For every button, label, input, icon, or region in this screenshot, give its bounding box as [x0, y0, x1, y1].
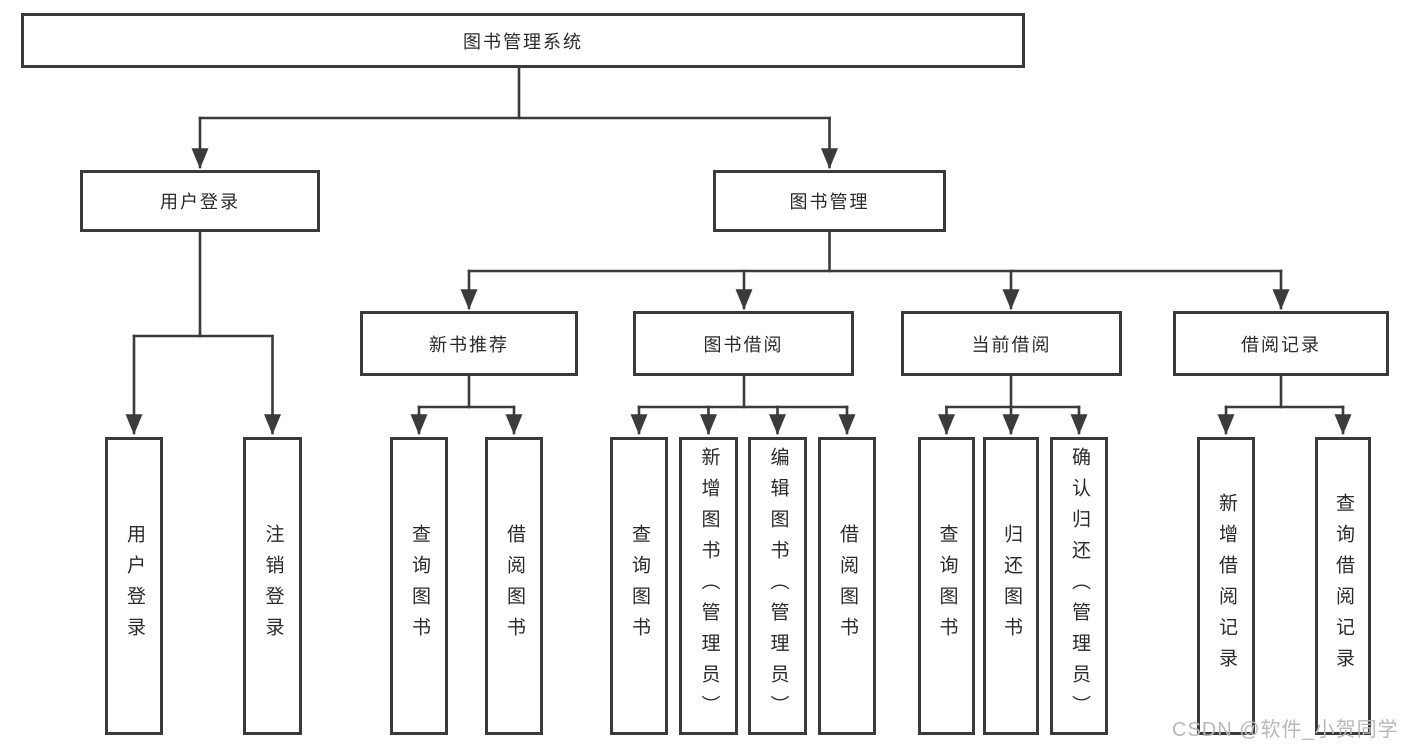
node-leaf-query-books-2-label: 查询图书 — [628, 524, 650, 648]
node-book-borrowing: 图书借阅 — [633, 311, 854, 376]
node-current-borrowing-label: 当前借阅 — [971, 334, 1052, 355]
node-book-borrowing-label: 图书借阅 — [703, 334, 784, 355]
node-leaf-borrow-books-1-label: 借阅图书 — [503, 524, 525, 648]
node-leaf-query-books-1-label: 查询图书 — [408, 524, 430, 648]
node-leaf-query-books-3-label: 查询图书 — [936, 524, 958, 648]
node-leaf-add-borrow-record: 新增借阅记录 — [1197, 437, 1255, 735]
node-borrow-records: 借阅记录 — [1173, 311, 1389, 376]
node-leaf-borrow-books-2: 借阅图书 — [818, 437, 876, 735]
node-leaf-logout-label: 注销登录 — [262, 524, 284, 648]
node-leaf-confirm-return-admin: 确认归还（管理员） — [1050, 437, 1108, 735]
node-leaf-add-borrow-record-label: 新增借阅记录 — [1215, 493, 1237, 679]
node-borrow-records-label: 借阅记录 — [1241, 334, 1321, 355]
node-leaf-query-books-1: 查询图书 — [390, 437, 448, 735]
node-root-system: 图书管理系统 — [21, 13, 1025, 68]
node-leaf-query-borrow-record: 查询借阅记录 — [1315, 437, 1371, 735]
csdn-watermark: CSDN @软件_小贺同学 — [1172, 719, 1399, 741]
node-leaf-user-login: 用户登录 — [105, 437, 163, 735]
node-leaf-borrow-books-2-label: 借阅图书 — [836, 524, 858, 648]
node-leaf-query-borrow-record-label: 查询借阅记录 — [1332, 493, 1354, 679]
node-current-borrowing: 当前借阅 — [901, 311, 1122, 376]
node-leaf-confirm-return-admin-label: 确认归还（管理员） — [1068, 446, 1090, 726]
node-new-book-recommend: 新书推荐 — [360, 311, 578, 376]
node-leaf-user-login-label: 用户登录 — [123, 524, 145, 648]
node-leaf-return-book: 归还图书 — [983, 437, 1039, 735]
node-leaf-query-books-3: 查询图书 — [918, 437, 975, 735]
node-leaf-add-book-admin: 新增图书（管理员） — [679, 437, 738, 735]
node-root-system-label: 图书管理系统 — [463, 31, 583, 52]
node-user-login-label: 用户登录 — [160, 192, 240, 212]
node-book-management-label: 图书管理 — [789, 192, 870, 212]
node-leaf-borrow-books-1: 借阅图书 — [485, 437, 543, 735]
node-leaf-edit-book-admin-label: 编辑图书（管理员） — [767, 446, 789, 726]
node-leaf-edit-book-admin: 编辑图书（管理员） — [748, 437, 807, 735]
node-leaf-return-book-label: 归还图书 — [1000, 524, 1022, 648]
node-new-book-recommend-label: 新书推荐 — [429, 334, 509, 355]
node-leaf-query-books-2: 查询图书 — [610, 437, 668, 735]
node-book-management: 图书管理 — [713, 170, 946, 232]
node-user-login: 用户登录 — [80, 170, 320, 232]
node-leaf-logout: 注销登录 — [243, 437, 302, 735]
node-leaf-add-book-admin-label: 新增图书（管理员） — [698, 446, 720, 726]
